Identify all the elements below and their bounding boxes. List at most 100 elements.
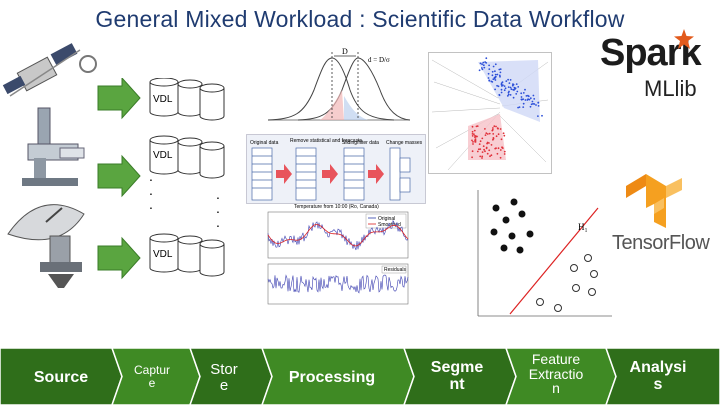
svm-h1-label: H₁ <box>578 222 588 232</box>
blue-cluster-point <box>485 57 488 60</box>
red-cluster-point <box>484 150 486 153</box>
processing-flow-figure: Original data Remove statistical and for… <box>246 134 426 204</box>
red-cluster-point <box>488 149 491 152</box>
blue-cluster-point <box>488 79 491 82</box>
flow-arrow-icon <box>276 164 292 184</box>
red-cluster-point <box>481 137 484 140</box>
blue-cluster-point <box>503 85 506 87</box>
red-cluster-point <box>490 144 493 146</box>
timeseries-original-line <box>267 219 409 251</box>
blue-cluster-point <box>505 80 508 82</box>
arrow-right-icon <box>97 236 141 280</box>
blue-cluster-point <box>507 86 510 88</box>
blue-cluster-point <box>512 83 515 86</box>
red-cluster-point <box>474 140 476 143</box>
red-cluster-point <box>471 139 473 142</box>
blue-cluster-point <box>522 106 525 108</box>
blue-cluster-point <box>507 93 510 96</box>
blue-cluster-point <box>522 102 525 105</box>
blue-cluster-point <box>512 88 515 91</box>
blue-cluster-point <box>537 101 540 104</box>
blue-cluster-point <box>507 78 509 81</box>
pipeline-label-store: Stor e <box>210 361 238 394</box>
blue-cluster-point <box>520 96 523 98</box>
blue-cluster-point <box>496 84 498 87</box>
pipeline-stage-analysis <box>605 348 720 405</box>
red-cluster-point <box>499 128 502 130</box>
blue-cluster-point <box>494 70 496 73</box>
spark-star-icon <box>674 29 694 49</box>
gaussian-distribution-figure: D d = D/σ <box>267 47 411 121</box>
red-cluster-point <box>481 151 484 153</box>
blue-cluster-point <box>478 69 481 72</box>
blue-cluster-point <box>483 66 486 69</box>
red-cluster-point <box>486 152 489 155</box>
flow-arrow-icon <box>368 164 384 184</box>
red-cluster-point <box>495 135 498 138</box>
blue-cluster-point <box>500 88 503 91</box>
blue-cluster-point <box>497 85 500 88</box>
blue-cluster-point <box>515 83 518 85</box>
blue-cluster-point <box>533 98 536 100</box>
red-cluster-point <box>484 134 487 136</box>
blue-cluster-point <box>510 88 513 91</box>
blue-cluster-point <box>494 88 496 91</box>
red-cluster-point <box>481 155 484 158</box>
pipeline-stage-store <box>189 348 273 405</box>
flow-change-label: Change masses <box>386 140 423 146</box>
arrow-right-icon <box>97 154 141 198</box>
blue-cluster <box>478 57 543 117</box>
radio-telescope-icon <box>7 204 85 288</box>
red-cluster-point <box>471 156 473 159</box>
red-cluster-point <box>492 133 495 135</box>
blue-cluster-point <box>522 92 525 94</box>
timeseries-smoothed-line <box>267 224 409 247</box>
blue-cluster-point <box>507 91 510 94</box>
red-cluster-point <box>492 137 495 140</box>
mllib-logo: MLlib <box>644 76 697 101</box>
timeseries-title: Temperature from 10:00 (Ro, Canada) <box>294 204 379 210</box>
flow-original-label: Original data <box>250 140 279 146</box>
pipeline-bar <box>0 348 720 405</box>
blue-cluster-point <box>531 100 534 103</box>
red-cluster-point <box>477 148 480 151</box>
red-cluster-point <box>482 145 485 148</box>
blue-cluster-point <box>517 106 519 109</box>
blue-cluster-point <box>496 73 499 76</box>
blue-cluster-point <box>491 70 494 73</box>
blue-cluster-point <box>498 93 501 96</box>
vdl-label: VDL <box>153 150 173 161</box>
blue-cluster-point <box>512 96 515 99</box>
blue-cluster-point <box>515 93 518 95</box>
source-instruments <box>2 43 97 288</box>
red-cluster-point <box>471 133 474 135</box>
blue-cluster-point <box>541 114 543 117</box>
red-cluster-point <box>486 133 489 135</box>
red-cluster-point <box>471 135 474 137</box>
blue-cluster-point <box>494 79 497 81</box>
pipeline-stage-capture <box>111 348 201 405</box>
blue-cluster-point <box>509 94 512 96</box>
blue-cluster-point <box>537 115 539 117</box>
pipeline-label-segment: Segme nt <box>430 359 484 393</box>
red-cluster-point <box>489 155 491 158</box>
red-cluster-point <box>481 157 483 159</box>
page-title: General Mixed Workload : Scientific Data… <box>95 6 625 32</box>
blue-cluster-point <box>481 63 483 66</box>
blue-cluster-point <box>527 94 529 97</box>
blue-cluster-point <box>522 98 524 101</box>
svm-figure: H₁ <box>477 190 612 317</box>
blue-cluster-point <box>499 75 501 78</box>
blue-cluster-point <box>493 77 496 80</box>
arrow-right-icon <box>97 78 141 120</box>
blue-cluster-point <box>487 72 490 75</box>
red-cluster-point <box>500 138 503 141</box>
svm-hyperplane <box>509 207 599 315</box>
red-cluster-point <box>490 154 493 157</box>
blue-cluster-point <box>487 77 490 79</box>
blue-cluster-point <box>494 76 497 79</box>
blue-cluster-point <box>480 67 483 69</box>
blue-cluster-point <box>532 102 534 105</box>
red-cluster-point <box>497 127 499 130</box>
blue-cluster-point <box>501 81 504 83</box>
